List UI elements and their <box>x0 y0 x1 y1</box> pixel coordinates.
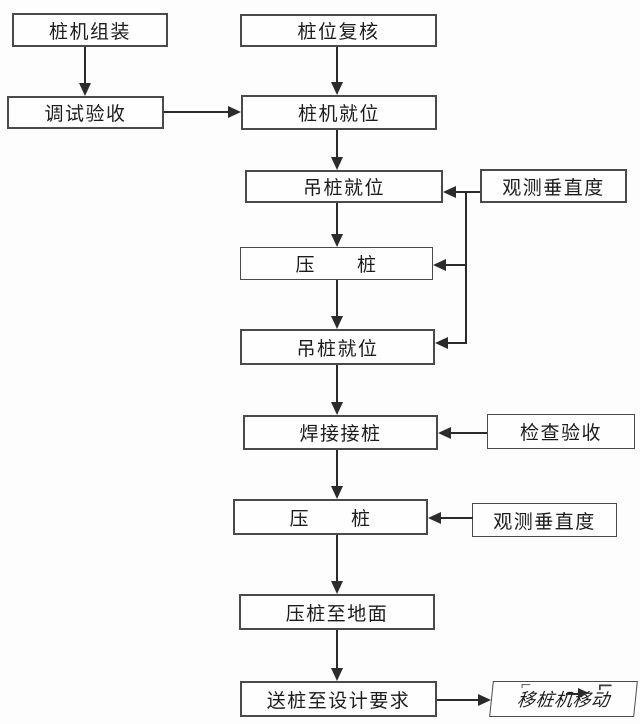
edge-weld-press2 <box>336 450 338 488</box>
arrowhead-right-icon <box>478 694 491 706</box>
edge-ground-design <box>336 630 338 670</box>
edge-hoist1-press1 <box>336 203 338 236</box>
arrowhead-right-icon <box>228 106 241 118</box>
edge-inspection-weld <box>451 432 487 434</box>
node-observe-verticality-2: 观测垂直度 <box>472 503 617 537</box>
arrowhead-left-icon <box>428 512 441 524</box>
node-pile-rig-assembly: 桩机组装 <box>12 13 168 47</box>
node-commissioning-acceptance: 调试验收 <box>7 96 164 129</box>
arrowhead-down-icon <box>331 82 343 95</box>
edge-assembly-commissioning <box>84 47 86 84</box>
edge-commissioning-riginplace <box>164 111 230 113</box>
arrowhead-down-icon <box>331 668 343 681</box>
edge-verticality1-press1 <box>446 264 466 266</box>
edge-hoist2-weld <box>336 365 338 404</box>
edge-press2-ground <box>336 535 338 583</box>
arrowhead-down-icon <box>331 316 343 329</box>
edge-verticality1-trunk <box>456 191 480 193</box>
arrowhead-down-icon <box>331 402 343 415</box>
edge-press1-hoist2 <box>336 280 338 318</box>
edge-design-moverig <box>437 699 479 701</box>
node-inspection-acceptance: 检查验收 <box>487 414 635 449</box>
node-press-pile-to-ground: 压桩至地面 <box>239 594 435 630</box>
arrowhead-down-icon <box>79 83 91 96</box>
arrowhead-left-icon <box>433 259 446 271</box>
node-hoist-pile-in-place-2: 吊桩就位 <box>240 329 435 365</box>
edge-verticality1-trunk-vertical <box>465 191 467 344</box>
node-pile-rig-in-place: 桩机就位 <box>241 95 437 130</box>
overlay-arrow-icon <box>578 688 589 698</box>
overlay-bracket-icon: ⌐ <box>597 674 614 698</box>
edge-recheck-riginplace <box>336 47 338 83</box>
edge-riginplace-hoist1 <box>336 130 338 159</box>
arrowhead-down-icon <box>331 234 343 247</box>
node-press-pile-1: 压 桩 <box>240 247 433 280</box>
arrowhead-down-icon <box>331 157 343 170</box>
node-observe-verticality-1: 观测垂直度 <box>480 169 627 203</box>
overlay-bracket-icon: ⌐ <box>520 678 532 694</box>
arrowhead-left-icon <box>435 337 448 349</box>
node-pile-position-recheck: 桩位复核 <box>240 14 437 47</box>
node-send-pile-to-design: 送桩至设计要求 <box>240 681 437 717</box>
arrowhead-down-icon <box>331 581 343 594</box>
edge-verticality2-press2 <box>441 517 473 519</box>
node-move-pile-rig: 移桩机移动 <box>489 681 638 717</box>
arrowhead-left-icon <box>443 186 456 198</box>
node-hoist-pile-in-place-1: 吊桩就位 <box>245 170 443 203</box>
overlay-arrow-line <box>566 693 580 695</box>
node-press-pile-2: 压 桩 <box>233 499 428 535</box>
node-weld-pile-splice: 焊接接桩 <box>243 415 438 450</box>
edge-verticality1-hoist2 <box>448 342 466 344</box>
arrowhead-down-icon <box>331 486 343 499</box>
arrowhead-left-icon <box>438 427 451 439</box>
